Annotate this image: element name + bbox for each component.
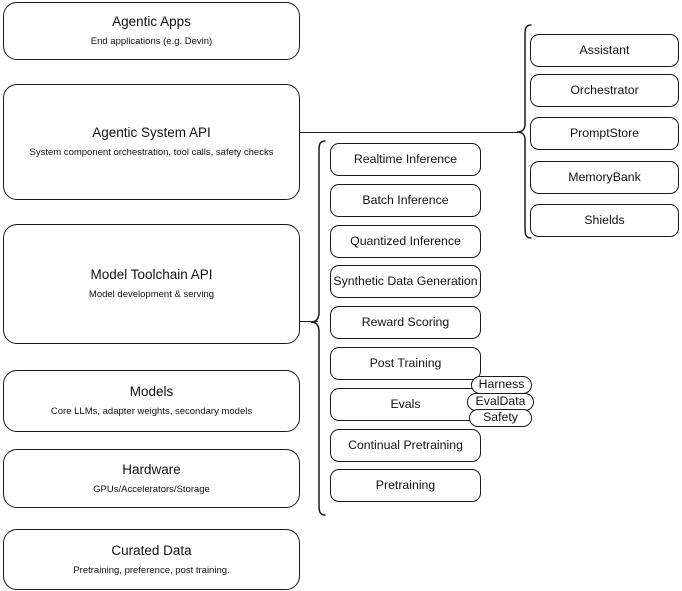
layer-subtitle: Core LLMs, adapter weights, secondary mo… xyxy=(50,406,253,417)
layer-hardware[interactable]: Hardware GPUs/Accelerators/Storage xyxy=(3,449,300,508)
component-orchestrator[interactable]: Orchestrator xyxy=(530,74,679,107)
component-label: MemoryBank xyxy=(568,169,641,184)
component-label: PromptStore xyxy=(569,125,640,140)
layer-subtitle: System component orchestration, tool cal… xyxy=(29,147,274,158)
component-synthetic-data-generation[interactable]: Synthetic Data Generation xyxy=(330,265,481,298)
component-label: Batch Inference xyxy=(362,192,449,207)
connector-toolchain-api-to-components xyxy=(300,321,318,323)
component-promptstore[interactable]: PromptStore xyxy=(530,117,679,150)
layer-title: Models xyxy=(129,384,174,400)
component-label: Shields xyxy=(584,212,625,227)
toolchain-components-bracket xyxy=(310,140,326,516)
subcomponent-evaldata[interactable]: EvalData xyxy=(467,393,534,411)
component-assistant[interactable]: Assistant xyxy=(530,34,679,67)
component-label: Quantized Inference xyxy=(350,233,461,248)
layer-title: Agentic System API xyxy=(92,125,211,141)
layer-title: Hardware xyxy=(122,461,181,477)
component-shields[interactable]: Shields xyxy=(530,204,679,237)
component-label: Assistant xyxy=(579,42,630,57)
component-quantized-inference[interactable]: Quantized Inference xyxy=(330,225,481,258)
subcomponent-label: EvalData xyxy=(475,394,526,409)
layer-subtitle: Model development & serving xyxy=(88,289,215,300)
component-evals[interactable]: Evals xyxy=(330,388,481,421)
component-batch-inference[interactable]: Batch Inference xyxy=(330,184,481,217)
subcomponent-harness[interactable]: Harness xyxy=(471,376,532,394)
component-memorybank[interactable]: MemoryBank xyxy=(530,161,679,194)
component-label: Reward Scoring xyxy=(361,314,450,329)
subcomponent-label: Harness xyxy=(478,377,525,392)
subcomponent-label: Safety xyxy=(483,410,518,425)
layer-model-toolchain-api[interactable]: Model Toolchain API Model development & … xyxy=(3,224,300,344)
component-label: Realtime Inference xyxy=(353,151,458,166)
component-realtime-inference[interactable]: Realtime Inference xyxy=(330,143,481,176)
connector-system-api-to-components xyxy=(300,132,518,134)
component-label: Orchestrator xyxy=(570,82,639,97)
layer-title: Model Toolchain API xyxy=(90,267,213,283)
layer-subtitle: End applications (e.g. Devin) xyxy=(90,36,213,47)
layer-curated-data[interactable]: Curated Data Pretraining, preference, po… xyxy=(3,529,300,590)
component-label: Pretraining xyxy=(375,477,436,492)
component-label: Evals xyxy=(390,396,421,411)
component-label: Continual Pretraining xyxy=(348,437,463,452)
component-label: Post Training xyxy=(369,355,442,370)
layer-subtitle: Pretraining, preference, post training. xyxy=(73,564,230,576)
component-pretraining[interactable]: Pretraining xyxy=(330,469,481,502)
subcomponent-safety[interactable]: Safety xyxy=(469,409,532,427)
layer-title: Agentic Apps xyxy=(112,14,191,30)
component-continual-pretraining[interactable]: Continual Pretraining xyxy=(330,429,481,462)
component-label: Synthetic Data Generation xyxy=(333,273,478,288)
layer-subtitle: GPUs/Accelerators/Storage xyxy=(93,483,210,495)
layer-title: Curated Data xyxy=(111,542,192,558)
layer-agentic-apps[interactable]: Agentic Apps End applications (e.g. Devi… xyxy=(3,2,300,60)
component-reward-scoring[interactable]: Reward Scoring xyxy=(330,306,481,339)
layer-agentic-system-api[interactable]: Agentic System API System component orch… xyxy=(3,84,300,200)
layer-models[interactable]: Models Core LLMs, adapter weights, secon… xyxy=(3,370,300,432)
component-post-training[interactable]: Post Training xyxy=(330,347,481,380)
